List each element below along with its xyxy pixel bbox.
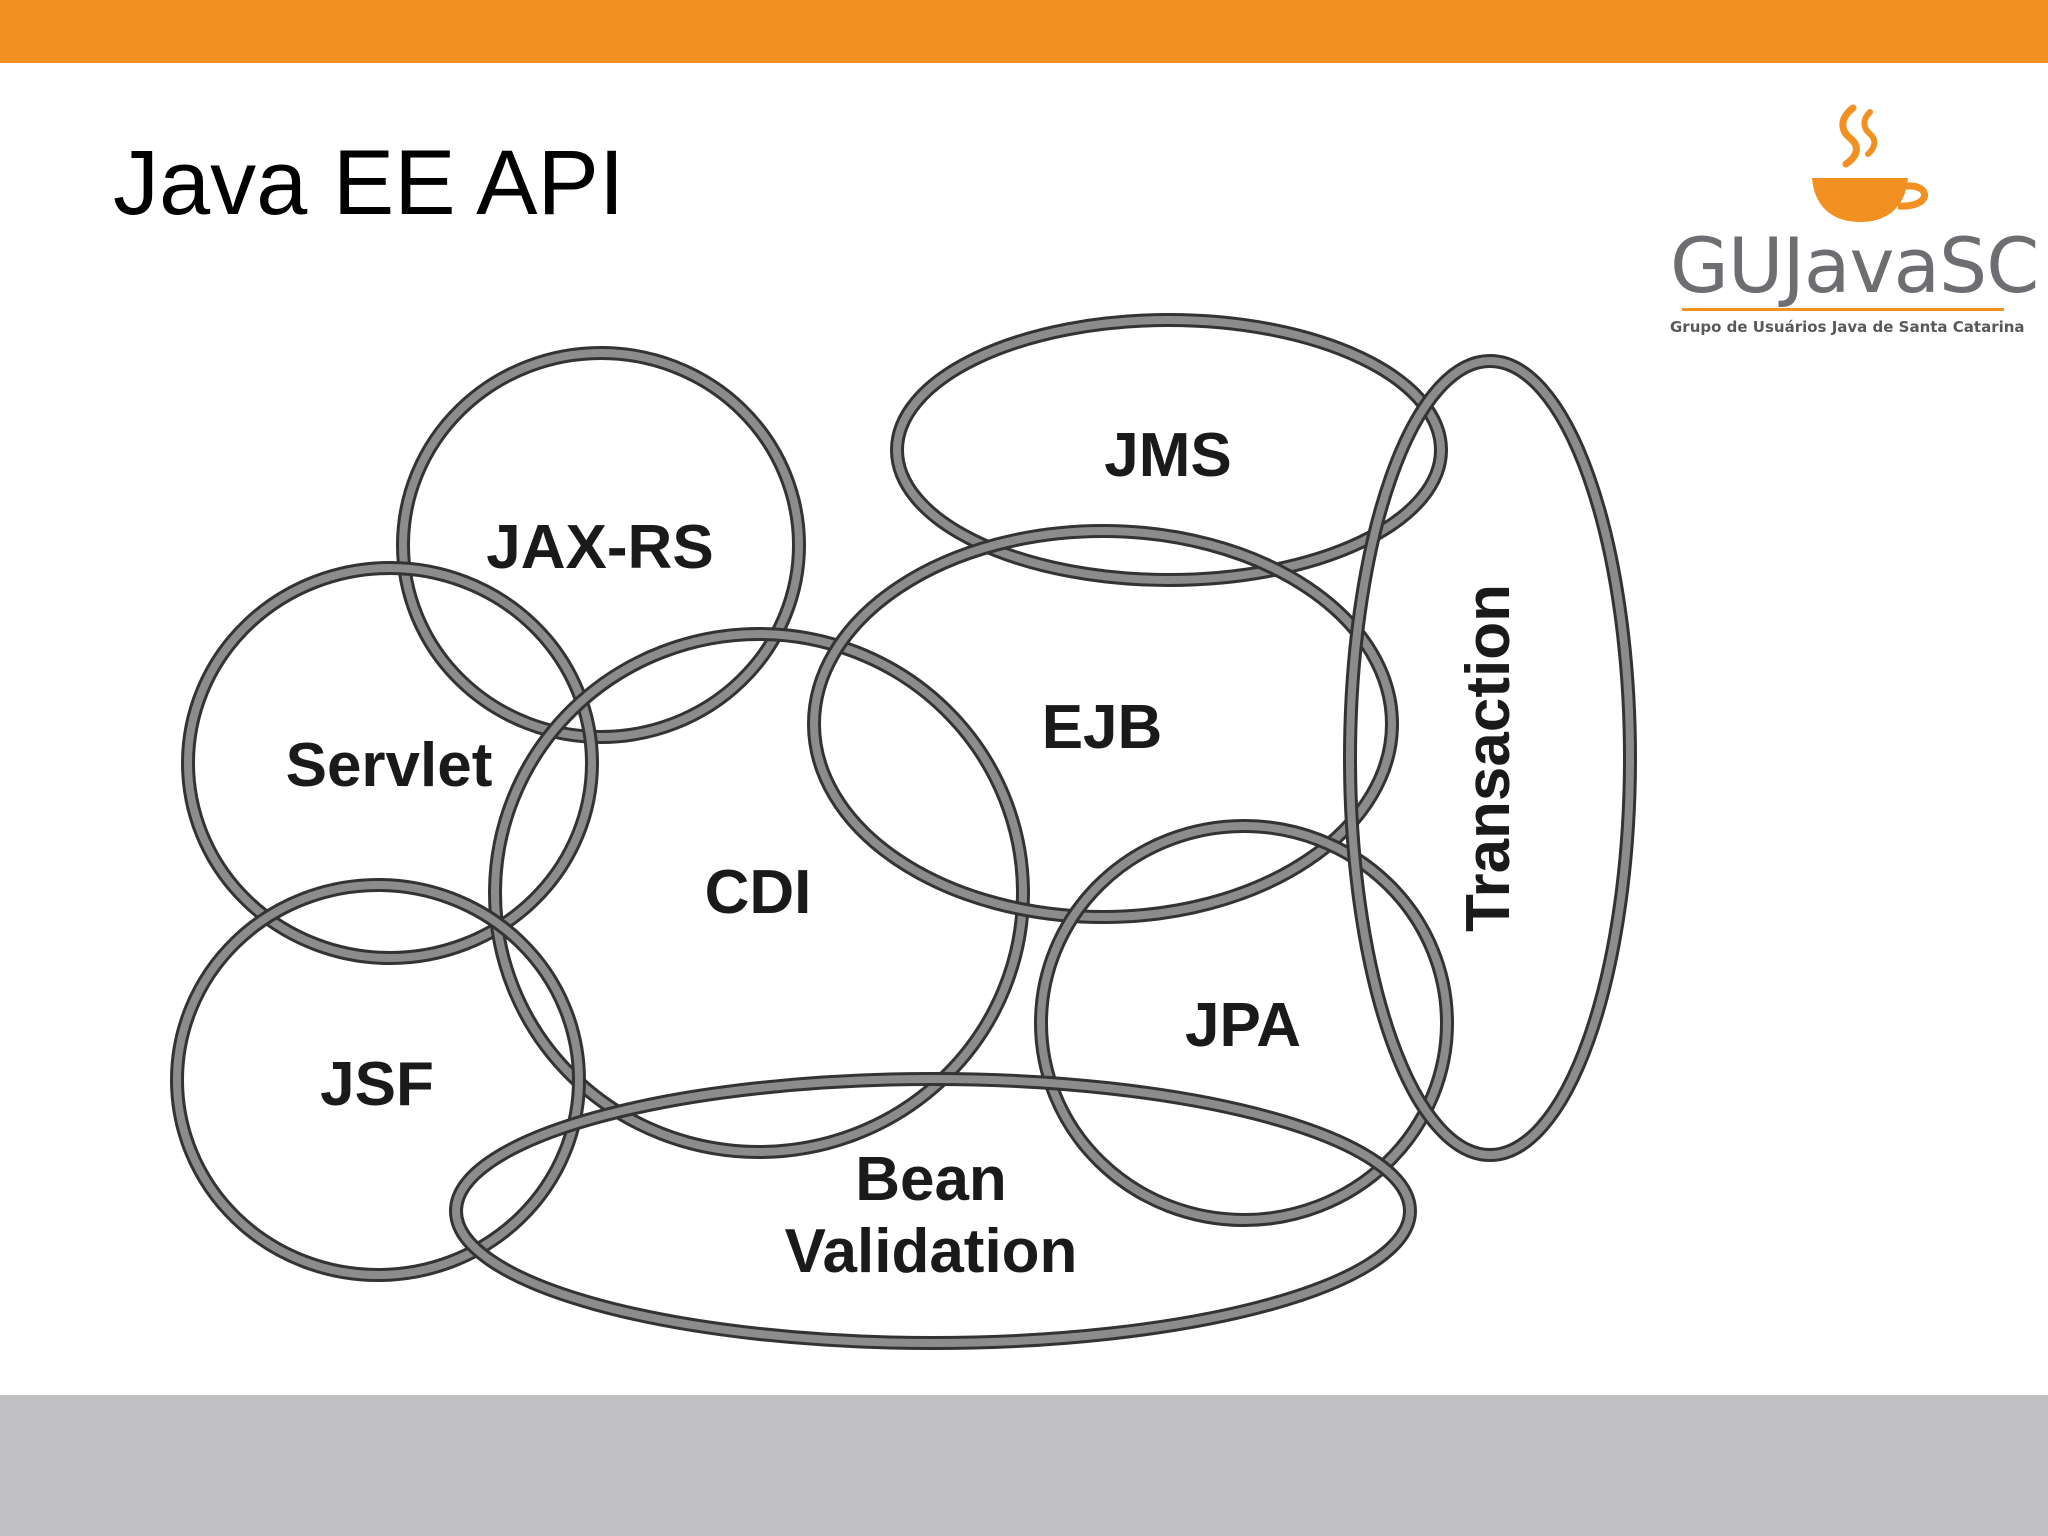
jsf-ellipse-inner bbox=[173, 881, 583, 1279]
jax-rs-ellipse-inner bbox=[399, 349, 803, 741]
label-jsf: JSF bbox=[320, 1050, 434, 1119]
label-bean-validation-line-2: Validation bbox=[785, 1217, 1078, 1286]
label-transaction: Transaction bbox=[1454, 584, 1523, 932]
top-accent-bar bbox=[0, 0, 2048, 63]
node-labels: JAX-RS Servlet CDI JSF JMS EJB JPA Trans… bbox=[286, 421, 1523, 1286]
cdi-ellipse-inner bbox=[491, 630, 1027, 1156]
jpa-ellipse-inner bbox=[1037, 822, 1451, 1224]
label-jax-rs: JAX-RS bbox=[486, 513, 713, 582]
slide-title: Java EE API bbox=[113, 132, 625, 234]
label-cdi: CDI bbox=[705, 858, 812, 927]
jms-ellipse-inner bbox=[893, 316, 1445, 584]
bean-validation-ellipse-inner bbox=[452, 1075, 1414, 1347]
logo-wordmark: GUJavaSC bbox=[1670, 221, 2039, 310]
logo-divider bbox=[1682, 308, 2004, 311]
label-servlet: Servlet bbox=[286, 731, 493, 800]
gujavasc-logo: GUJavaSC Grupo de Usuários Java de Santa… bbox=[1670, 100, 2039, 345]
footer-bar bbox=[0, 1395, 2048, 1536]
label-jms: JMS bbox=[1104, 421, 1231, 490]
label-bean-validation-line-1: Bean bbox=[855, 1145, 1007, 1214]
servlet-ellipse-inner bbox=[184, 564, 596, 962]
logo-tagline: Grupo de Usuários Java de Santa Catarina bbox=[1670, 318, 2025, 336]
transaction-ellipse-inner bbox=[1346, 357, 1634, 1159]
node-shapes bbox=[170, 313, 1637, 1350]
label-ejb: EJB bbox=[1042, 693, 1163, 762]
ejb-ellipse-inner bbox=[810, 527, 1396, 921]
label-jpa: JPA bbox=[1185, 991, 1301, 1060]
coffee-cup-icon bbox=[1812, 104, 1928, 222]
